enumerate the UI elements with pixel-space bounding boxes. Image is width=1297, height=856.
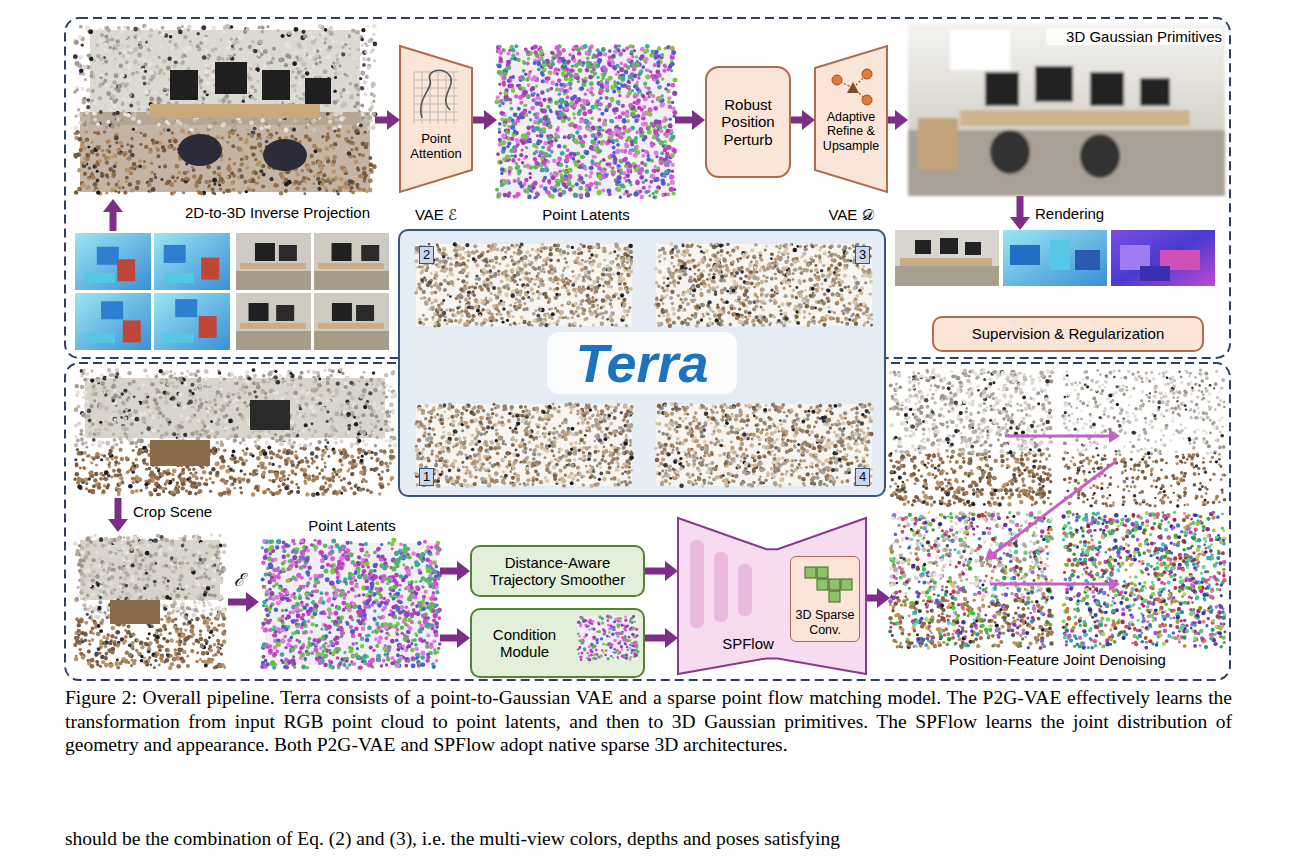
figure-stage: 2D-to-3D Inverse ProjectionPoint Attenti… (0, 0, 1297, 856)
